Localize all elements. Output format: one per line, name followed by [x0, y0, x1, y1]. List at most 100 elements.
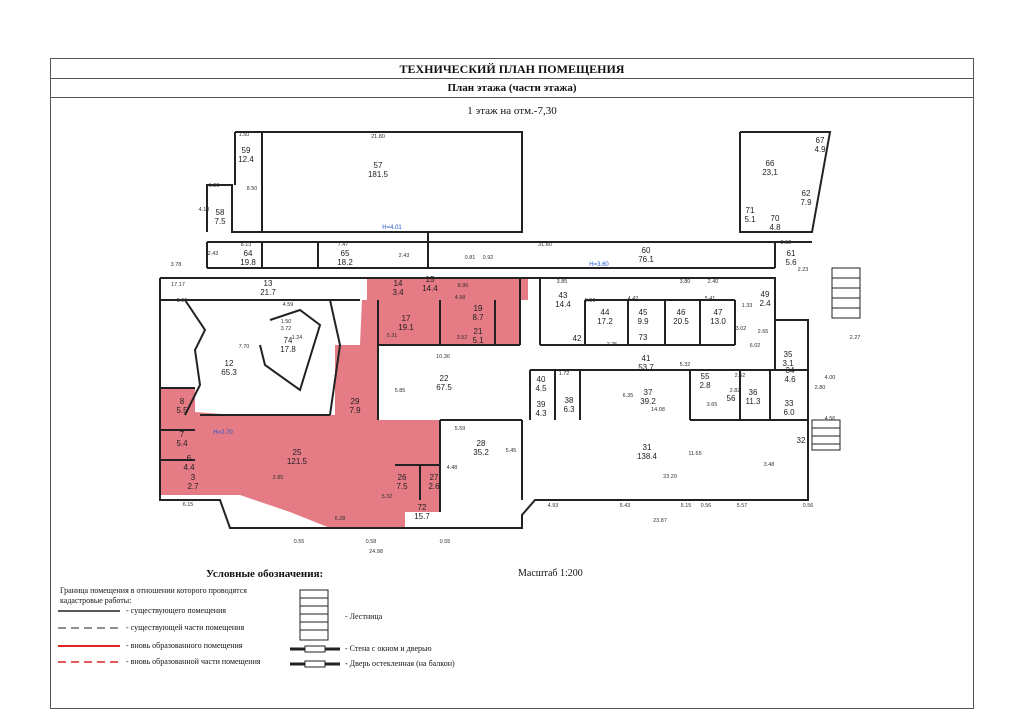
room-number: 38 — [565, 396, 574, 405]
room-area: 4.4 — [183, 463, 195, 472]
dimension-label: 6.15 — [183, 502, 194, 508]
room-number: 58 — [216, 208, 225, 217]
dimension-label: 3.72 — [281, 326, 292, 332]
dimension-label: 7.70 — [239, 344, 250, 350]
room-number: 21 — [474, 327, 483, 336]
room-number: 55 — [701, 372, 710, 381]
dimension-label: 2.23 — [798, 267, 809, 273]
plan-title: ТЕХНИЧЕСКИЙ ПЛАН ПОМЕЩЕНИЯ — [50, 60, 974, 79]
room-number: 40 — [537, 375, 546, 384]
room-number: 61 — [787, 249, 796, 258]
room-area: 2.6 — [428, 482, 440, 491]
dimension-label: 5.45 — [506, 448, 517, 454]
dimension-label: 2.25 — [607, 342, 618, 348]
dimension-label: 4.18 — [199, 207, 210, 213]
room-area: 2.7 — [187, 482, 199, 491]
room-area: 14.4 — [422, 284, 438, 293]
dimension-label: 3.48 — [764, 462, 775, 468]
dimension-label: 5.57 — [737, 503, 748, 509]
height-label-2: H=3.60 — [589, 262, 609, 268]
legend-wall-window: - Стена с окном и дверью — [345, 644, 432, 653]
dimension-label: 0.81 — [465, 255, 476, 261]
dimension-label: 21.80 — [371, 134, 385, 140]
room-area: 7.9 — [800, 198, 812, 207]
room-area: 7.9 — [349, 406, 361, 415]
dimension-label: 1.72 — [559, 371, 570, 377]
room-number: 34 — [786, 366, 795, 375]
room-number: 46 — [677, 308, 686, 317]
room-area: 65.3 — [221, 368, 237, 377]
room-area: 11.3 — [746, 397, 762, 406]
dimension-label: 1.33 — [742, 303, 753, 309]
dimension-label: 6.35 — [623, 393, 634, 399]
room-area: 2.4 — [759, 299, 771, 308]
room-number: 39 — [537, 400, 546, 409]
room-area: 138.4 — [637, 452, 658, 461]
dimension-label: 6.28 — [335, 516, 346, 522]
dimension-label: 23.87 — [653, 518, 667, 524]
room-area: 12.4 — [238, 155, 254, 164]
room-number: 36 — [749, 388, 758, 397]
dimension-label: 8.13 — [241, 242, 252, 248]
dimension-label: 4.42 — [628, 296, 639, 302]
room-area: 4.8 — [769, 223, 781, 232]
room-number: 44 — [601, 308, 610, 317]
room-area: 21.7 — [260, 288, 276, 297]
legend-item-3: - вновь образованного помещения — [126, 641, 243, 650]
dimension-label: 5.85 — [395, 388, 406, 394]
room-number: 65 — [341, 249, 350, 258]
room-number: 64 — [244, 249, 253, 258]
legend-graphics — [58, 589, 340, 668]
legend-item-4: - вновь образованной части помещения — [126, 657, 261, 666]
room-area: 6.3 — [563, 405, 575, 414]
room-number: 37 — [644, 388, 653, 397]
dimension-label: 31.80 — [538, 242, 552, 248]
room-area: 4.9 — [814, 145, 826, 154]
room-number: 19 — [474, 304, 483, 313]
room-area: 17.8 — [280, 345, 296, 354]
scale-label: Масштаб 1:200 — [518, 568, 583, 579]
room-number: 7 — [180, 430, 185, 439]
room-number: 27 — [430, 473, 439, 482]
room-number: 57 — [374, 161, 383, 170]
room-number: 3 — [191, 473, 196, 482]
legend-glass-door: - Дверь остекленная (на балкон) — [345, 659, 455, 668]
room-area: 121.5 — [287, 457, 308, 466]
stairs-symbol — [811, 267, 861, 451]
room-area: 35.2 — [473, 448, 489, 457]
room-number: 17 — [402, 314, 411, 323]
dimension-label: 5.15 — [681, 503, 692, 509]
room-area: 76.1 — [638, 255, 654, 264]
room-number: 26 — [398, 473, 407, 482]
room-area: 6.0 — [783, 408, 795, 417]
dimension-label: 8.50 — [247, 186, 258, 192]
room-number: 70 — [771, 214, 780, 223]
dimension-label: 2.43 — [208, 251, 219, 257]
room-number: 45 — [639, 308, 648, 317]
dimension-label: 5.43 — [620, 503, 631, 509]
room-number: 59 — [242, 146, 251, 155]
dimension-label: 6.02 — [750, 343, 761, 349]
room-area: 4.5 — [535, 384, 547, 393]
room-area: 4.6 — [784, 375, 796, 384]
dimension-label: 3.78 — [171, 262, 182, 268]
room-area: 20.5 — [673, 317, 689, 326]
dimension-label: 1.80 — [209, 183, 220, 189]
dimension-label: 23.20 — [663, 474, 677, 480]
dimension-label: 0.55 — [294, 539, 305, 545]
room-labels: 57181.55912.4587.56419.86518.26076.1615.… — [176, 136, 826, 521]
dimension-label: 3.52 — [457, 335, 468, 341]
dimension-label: 0.56 — [701, 503, 712, 509]
drawing-frame — [50, 58, 974, 709]
room-number: 66 — [766, 159, 775, 168]
room-number: 8 — [180, 397, 185, 406]
dimension-label: 5.56 — [585, 298, 596, 304]
room-area: 19.8 — [240, 258, 256, 267]
dimension-label: 14.08 — [651, 407, 665, 413]
room-number: 33 — [785, 399, 794, 408]
dimension-label: 2.27 — [850, 335, 861, 341]
room-number: 25 — [293, 448, 302, 457]
room-number: 67 — [816, 136, 825, 145]
dimension-label: 2.40 — [708, 279, 719, 285]
